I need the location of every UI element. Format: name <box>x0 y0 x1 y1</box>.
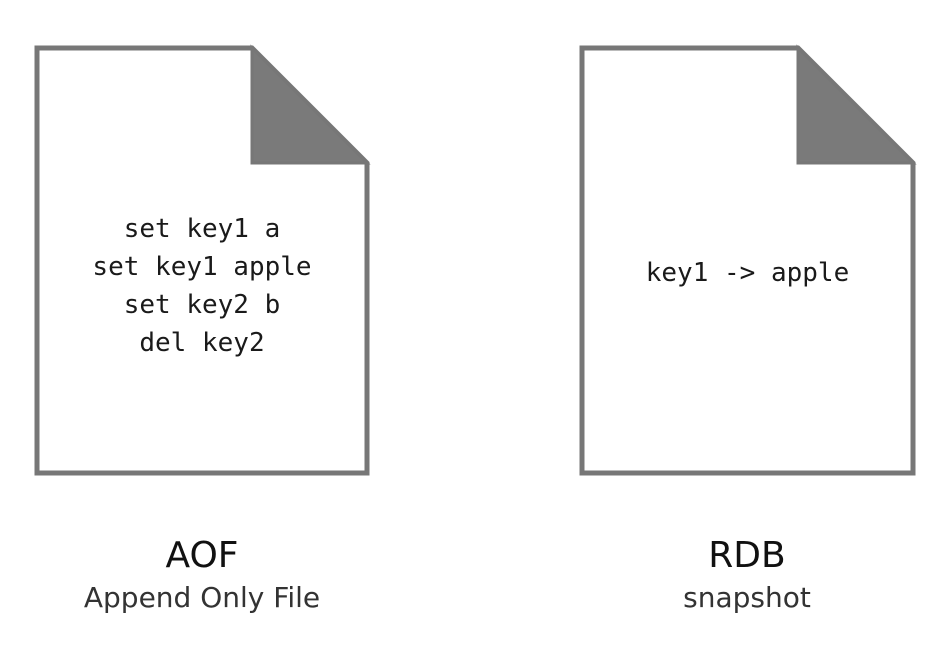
aof-command-line: set key2 b <box>123 290 281 320</box>
rdb-label: RDB snapshot <box>577 534 917 616</box>
aof-command-line: del key2 <box>139 328 265 358</box>
aof-subtitle: Append Only File <box>83 581 321 614</box>
rdb-snapshot-line: key1 -> apple <box>645 258 850 288</box>
aof-document-icon <box>34 44 371 476</box>
rdb-title: RDB <box>708 535 786 576</box>
rdb-document-content: key1 -> apple <box>585 254 910 292</box>
aof-label: AOF Append Only File <box>32 534 372 616</box>
rdb-document-icon <box>579 44 917 476</box>
aof-document-fold <box>250 44 371 165</box>
rdb-document-fold <box>796 44 917 165</box>
aof-command-line: set key1 apple <box>92 252 312 282</box>
aof-command-line: set key1 a <box>123 214 281 244</box>
aof-document-content: set key1 a set key1 apple set key2 b del… <box>40 210 364 362</box>
aof-title: AOF <box>165 535 239 576</box>
rdb-subtitle: snapshot <box>683 581 811 614</box>
